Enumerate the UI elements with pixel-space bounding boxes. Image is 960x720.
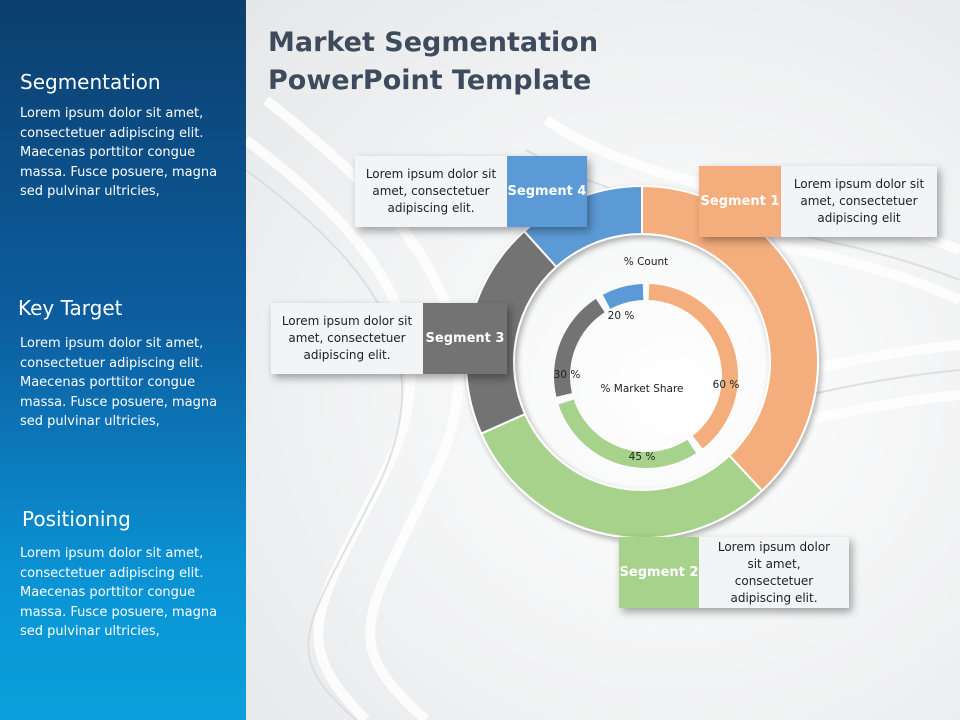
outer-ring-label: % Count (624, 256, 669, 268)
segment-4-label: Segment 4 (507, 156, 587, 227)
section-body-key-target: Lorem ipsum dolor sit amet, consectetuer… (20, 336, 218, 429)
segment-2-label: Segment 2 (619, 537, 699, 608)
segment-1-value: 60 % (713, 379, 740, 391)
segment-4-desc: Lorem ipsum dolor sit amet, consectetuer… (365, 167, 497, 215)
page-title: Market Segmentation PowerPoint Template (268, 27, 599, 96)
outer-ring (465, 184, 819, 539)
section-body-segmentation: Lorem ipsum dolor sit amet, consectetuer… (20, 106, 218, 199)
segment-4-value: 20 % (608, 310, 635, 322)
segment-1-label: Segment 1 (699, 166, 781, 237)
inner-arc-segment-4 (602, 284, 644, 309)
segment-2-desc: Lorem ipsum dolor sit amet, consectetuer… (717, 539, 831, 605)
segment-4-callout: Lorem ipsum dolor sit amet, consectetuer… (355, 156, 587, 227)
inner-arc-segment-3 (554, 298, 605, 397)
inner-ring-label: % Market Share (600, 383, 683, 395)
segment-3-desc: Lorem ipsum dolor sit amet, consectetuer… (281, 314, 413, 362)
section-title-segmentation: Segmentation (20, 70, 161, 94)
inner-ring (554, 284, 739, 468)
section-title-positioning: Positioning (22, 507, 131, 531)
outer-arc-segment-2 (479, 412, 764, 539)
section-body-positioning: Lorem ipsum dolor sit amet, consectetuer… (20, 546, 218, 639)
section-title-key-target: Key Target (18, 296, 123, 320)
segment-3-value: 30 % (554, 369, 581, 381)
inner-arc-segment-2 (558, 399, 697, 468)
sidebar: Segmentation Lorem ipsum dolor sit amet,… (0, 0, 246, 720)
segment-2-callout: Segment 2 Lorem ipsum dolor sit amet, co… (619, 537, 849, 608)
segment-3-callout: Lorem ipsum dolor sit amet, consectetuer… (271, 303, 507, 374)
segment-1-desc: Lorem ipsum dolor sit amet, consectetuer… (793, 177, 925, 225)
inner-arc-segment-1 (648, 284, 739, 449)
segment-3-label: Segment 3 (423, 303, 507, 374)
segment-2-value: 45 % (629, 451, 656, 463)
segment-1-callout: Segment 1 Lorem ipsum dolor sit amet, co… (699, 166, 937, 237)
